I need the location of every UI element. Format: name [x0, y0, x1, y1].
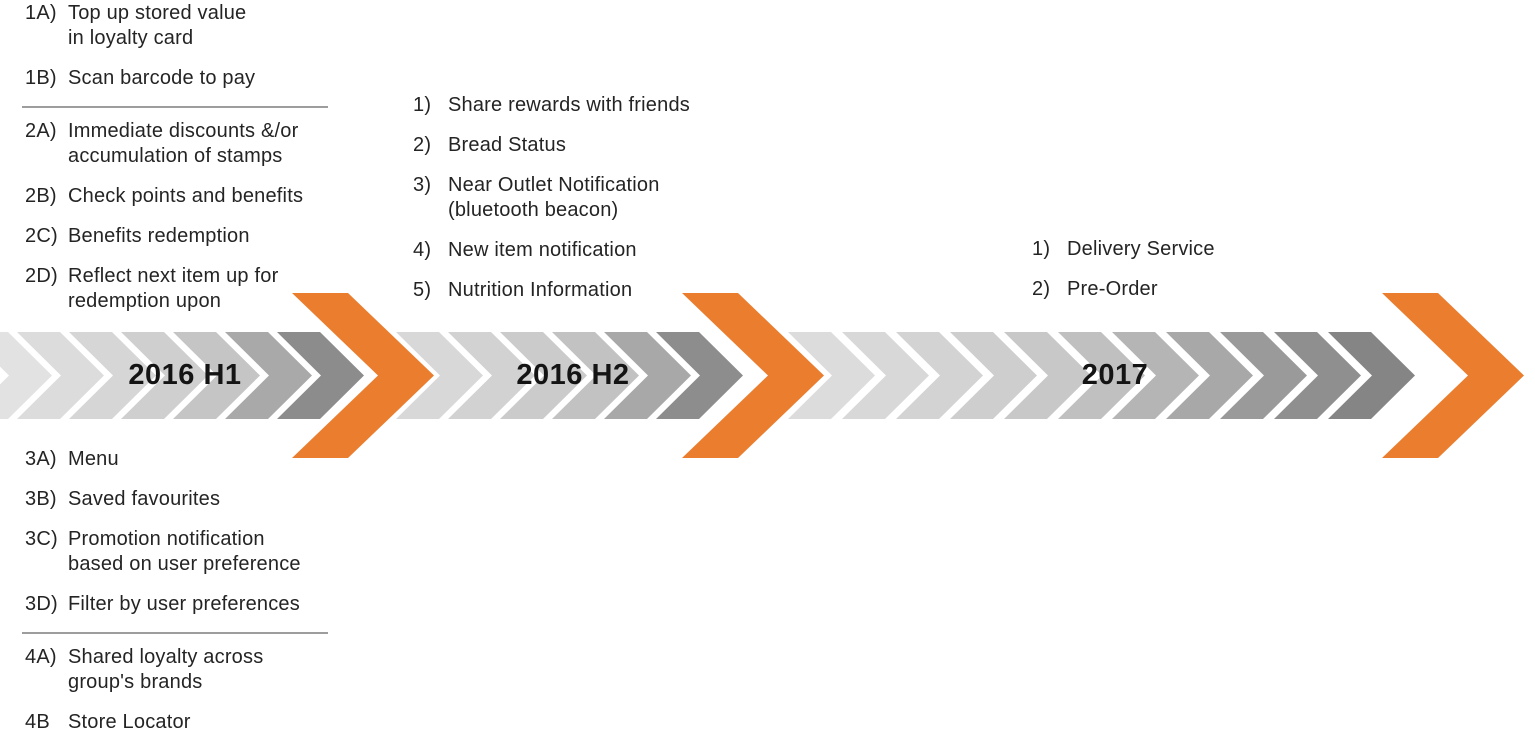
list-item-number: 4B [25, 711, 50, 733]
gray-chevron [1220, 332, 1307, 419]
list-item-text: Delivery Service [1067, 238, 1215, 260]
gray-chevron [277, 332, 364, 419]
list-item: 3) Near Outlet Notification(bluetooth bea… [413, 173, 690, 223]
gray-chevron [173, 332, 260, 419]
list-item-number: 3C) [25, 528, 58, 550]
list-item: 1B) Scan barcode to pay [25, 66, 328, 91]
list-item: 3A) Menu [25, 447, 328, 472]
list-item-text: Menu [68, 448, 119, 470]
gray-chevron [950, 332, 1037, 419]
list-item: 2) Bread Status [413, 133, 690, 158]
list-item: 2B) Check points and benefits [25, 184, 328, 209]
timeline-label-2016-h2: 2016 H2 [516, 359, 630, 391]
list-item: 4B Store Locator [25, 710, 328, 735]
gray-chevron [604, 332, 691, 419]
list-item-number: 3A) [25, 448, 57, 470]
features-2017-list: 1) Delivery Service 2) Pre-Order [1032, 237, 1215, 317]
list-item-number: 2) [413, 134, 432, 156]
gray-chevron [788, 332, 875, 419]
list-item-text: New item notification [448, 239, 637, 261]
timeline-segment-2017 [734, 332, 1415, 419]
gray-chevron [1274, 332, 1361, 419]
orange-milestone-chevron [292, 293, 434, 458]
list-item: 3B) Saved favourites [25, 487, 328, 512]
list-item-number: 2C) [25, 225, 58, 247]
list-item: 2) Pre-Order [1032, 277, 1215, 302]
orange-milestone-chevron [682, 293, 824, 458]
list-item-number: 5) [413, 279, 432, 301]
timeline-label-2016-h1: 2016 H1 [128, 359, 242, 391]
gray-chevron [17, 332, 104, 419]
list-item: 5) Nutrition Information [413, 278, 690, 303]
timeline-segment-2016-h2 [344, 332, 743, 419]
gray-chevron [552, 332, 639, 419]
list-item: 1) Share rewards with friends [413, 93, 690, 118]
list-item-text: Check points and benefits [68, 185, 304, 207]
list-item-number: 3D) [25, 593, 58, 615]
gray-chevron [896, 332, 983, 419]
list-item-number: 1) [1032, 238, 1051, 260]
list-group-divider [22, 632, 328, 634]
list-item-text: Saved favourites [68, 488, 221, 510]
list-item-number: 1) [413, 94, 432, 116]
list-group-divider [22, 106, 328, 108]
gray-chevron [448, 332, 535, 419]
list-item-text: Nutrition Information [448, 279, 633, 301]
list-item-number: 4) [413, 239, 432, 261]
list-item: 3D) Filter by user preferences [25, 592, 328, 617]
list-item-number: 3B) [25, 488, 57, 510]
orange-milestone-chevron [1382, 293, 1524, 458]
gray-chevron [1328, 332, 1415, 419]
gray-chevron [1166, 332, 1253, 419]
list-item-number: 1A) [25, 2, 57, 24]
gray-chevron [1112, 332, 1199, 419]
gray-chevron [842, 332, 929, 419]
gray-chevron [1058, 332, 1145, 419]
gray-chevron [656, 332, 743, 419]
features-2016h2-list: 1) Share rewards with friends 2) Bread Stat… [413, 93, 690, 318]
gray-chevron [396, 332, 483, 419]
list-item-number: 2D) [25, 265, 58, 287]
list-item-number: 2A) [25, 120, 57, 142]
timeline-chevron-band [0, 293, 1524, 458]
list-item-number: 3) [413, 174, 432, 196]
list-item-number: 2B) [25, 185, 57, 207]
list-item: 4) New item notification [413, 238, 690, 263]
list-item-number: 4A) [25, 646, 57, 668]
gray-chevron [121, 332, 208, 419]
gray-chevron [0, 332, 52, 419]
timeline-segment-2016-h1 [0, 332, 364, 419]
list-item: 2C) Benefits redemption [25, 224, 328, 249]
list-item-text: Filter by user preferences [68, 593, 300, 615]
list-item: 1) Delivery Service [1032, 237, 1215, 262]
gray-chevron [69, 332, 156, 419]
list-item-text: Store Locator [68, 711, 191, 733]
gray-chevron [500, 332, 587, 419]
list-item-number: 2) [1032, 278, 1051, 300]
list-item-text: Share rewards with friends [448, 94, 690, 116]
list-item-text: Benefits redemption [68, 225, 250, 247]
list-item-text: Near Outlet Notification(bluetooth beaco… [448, 174, 660, 221]
list-item-text: Bread Status [448, 134, 567, 156]
gray-chevron [1004, 332, 1091, 419]
list-item-text: Pre-Order [1067, 278, 1158, 300]
features-2016h1-lower-list: 3A) Menu 3B) Saved favourites 3C) Promotion n… [22, 447, 328, 750]
list-item-text: Scan barcode to pay [68, 67, 256, 89]
gray-chevron [225, 332, 312, 419]
timeline-label-2017: 2017 [1081, 359, 1149, 391]
list-item-number: 1B) [25, 67, 57, 89]
